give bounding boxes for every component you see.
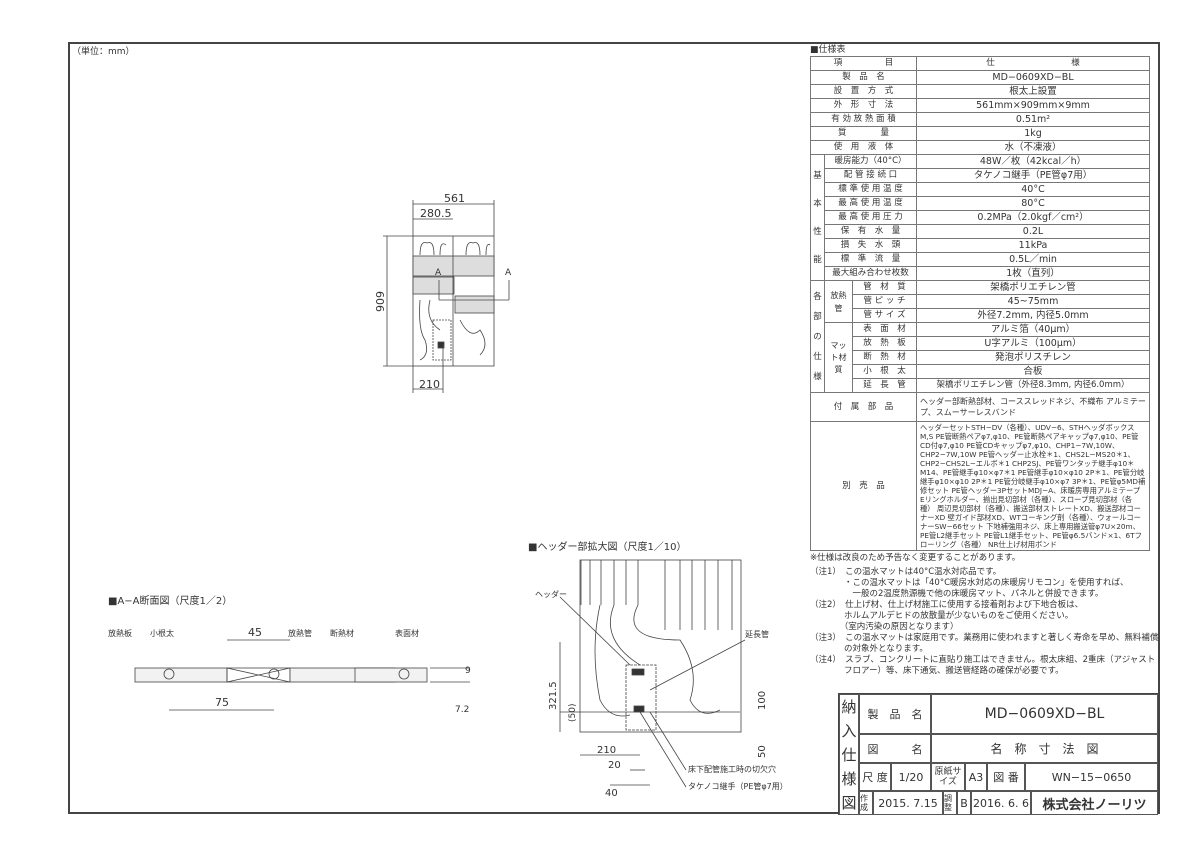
spec-footnote: ※仕様は改良のため予告なく変更することがあります。	[810, 553, 1021, 563]
title-block: 納入仕様図 製 品 名 MD−0609XD−BL 図 名 名 称 寸 法 図 尺…	[838, 693, 1158, 815]
svg-text:321.5: 321.5	[548, 681, 559, 710]
svg-text:断熱材: 断熱材	[330, 628, 354, 638]
svg-text:210: 210	[419, 378, 440, 391]
unit-label: （単位：mm）	[72, 47, 135, 57]
svg-text:小根太: 小根太	[150, 628, 174, 638]
svg-text:放熱板: 放熱板	[108, 628, 132, 638]
section-view: ■A−A断面図（尺度1／2） 45 75 9 7.2 放熱板 小根太 放熱管 断…	[108, 594, 471, 715]
svg-text:A: A	[435, 268, 442, 278]
svg-text:ヘッダー: ヘッダー	[535, 589, 567, 599]
svg-text:7.2: 7.2	[455, 705, 469, 715]
table-row: 基本性能暖房能力（40°C）48W／枚（42kcal／h）	[810, 154, 1150, 281]
header-view: ■ヘッダー部拡大図（尺度1／10） 321.5 (50) 100 50 210 …	[528, 540, 788, 799]
svg-text:20: 20	[608, 760, 621, 771]
svg-text:放熱管: 放熱管	[288, 628, 312, 638]
svg-text:表面材: 表面材	[395, 628, 419, 638]
svg-text:A: A	[505, 268, 512, 278]
svg-text:561: 561	[444, 192, 465, 205]
svg-text:100: 100	[757, 691, 768, 710]
svg-text:床下配管施工時の切欠穴: 床下配管施工時の切欠穴	[688, 764, 776, 774]
svg-text:(50): (50)	[568, 704, 578, 722]
table-row: 小 根 太合板	[811, 364, 1150, 379]
drawing-frame	[68, 42, 1160, 814]
table-row: 設 置 方 式根太上設置	[809, 84, 1150, 99]
svg-text:280.5: 280.5	[420, 207, 452, 220]
svg-text:909: 909	[374, 291, 387, 312]
company-logo: 株式会社ノーリツ	[1031, 791, 1158, 815]
notes: （注1） この温水マットは40°C温水対応品です。 ・この温水マットは「40°C…	[810, 567, 1159, 676]
table-row: 管 サ イ ズ外径7.2mm, 内径5.0mm	[811, 308, 1150, 323]
table-row: 別 売 品ヘッダーセットSTH−DV（各種）、UDV−6、STHヘッダボックスM…	[809, 421, 1150, 551]
svg-text:■ヘッダー部拡大図（尺度1／10）: ■ヘッダー部拡大図（尺度1／10）	[528, 540, 687, 553]
table-row: 配 管 接 続 口タケノコ継手（PE管φ7用）	[811, 168, 1150, 183]
svg-text:75: 75	[215, 696, 229, 709]
plan-view: 561 280.5 909 210 A A	[374, 192, 512, 393]
spec-table-title: ■仕様表	[810, 45, 846, 55]
svg-text:45: 45	[248, 626, 262, 639]
svg-text:40: 40	[605, 788, 618, 799]
svg-text:210: 210	[597, 745, 616, 756]
svg-text:9: 9	[465, 666, 471, 676]
svg-text:■A−A断面図（尺度1／2）: ■A−A断面図（尺度1／2）	[108, 594, 232, 607]
table-row: 使 用 液 体水（不凍液）	[809, 140, 1150, 155]
svg-text:50: 50	[757, 745, 768, 758]
svg-text:延長管: 延長管	[745, 629, 769, 639]
svg-text:タケノコ継手（PE管φ7用）: タケノコ継手（PE管φ7用）	[688, 781, 788, 791]
